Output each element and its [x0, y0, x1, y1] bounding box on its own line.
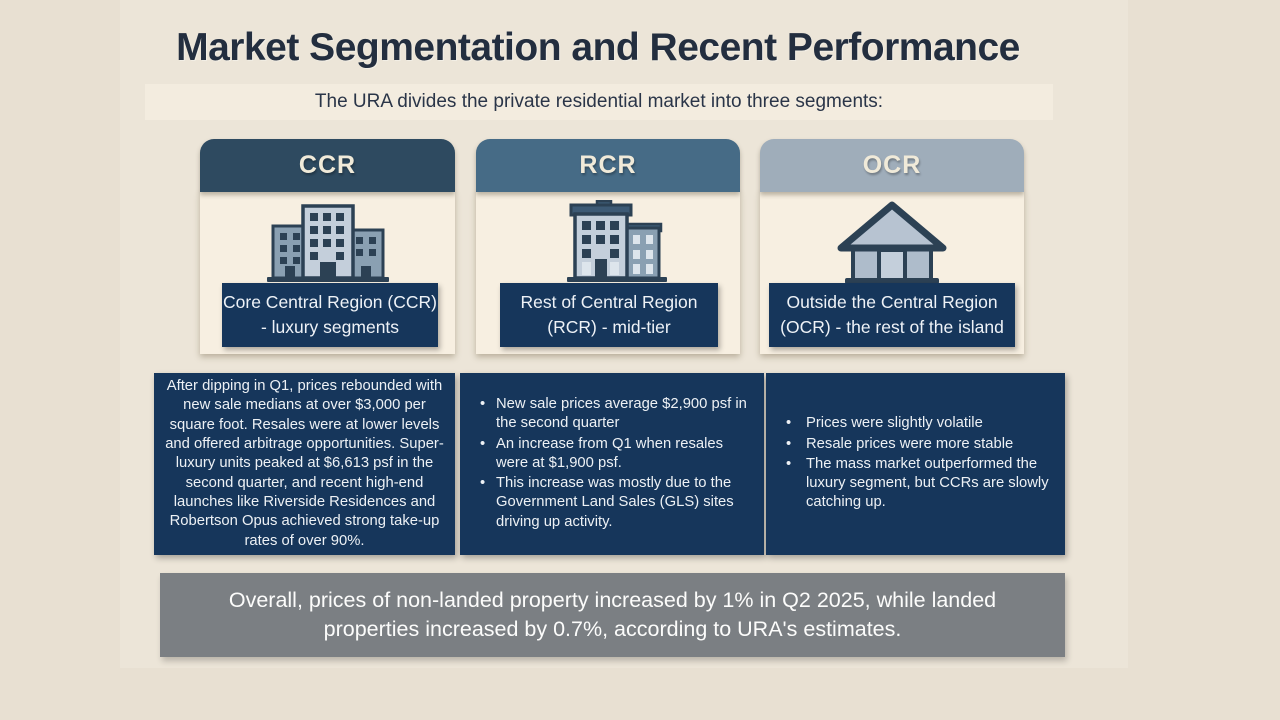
overall-summary-banner: Overall, prices of non-landed property i… — [160, 573, 1065, 657]
subtitle-band: The URA divides the private residential … — [145, 84, 1053, 120]
rcr-performance-box: New sale prices average $2,900 psf in th… — [460, 373, 764, 555]
segment-caption-ccr: Core Central Region (CCR) - luxury segme… — [222, 283, 438, 347]
segment-header-ocr: OCR — [760, 139, 1024, 192]
ocr-bullet: The mass market outperformed the luxury … — [782, 455, 1055, 513]
segment-body-ocr: Outside the Central Region (OCR) - the r… — [760, 192, 1024, 354]
house-icon — [837, 201, 947, 284]
segment-caption-ocr: Outside the Central Region (OCR) - the r… — [769, 283, 1015, 347]
ccr-performance-text: After dipping in Q1, prices rebounded wi… — [165, 378, 444, 549]
segment-body-rcr: Rest of Central Region (RCR) - mid-tier — [476, 192, 740, 354]
segment-body-ccr: Core Central Region (CCR) - luxury segme… — [200, 192, 455, 354]
subtitle-text: The URA divides the private residential … — [314, 91, 884, 112]
rcr-bullet-list: New sale prices average $2,900 psf in th… — [476, 395, 754, 533]
segment-card-ocr: OCR Outside the Central Region (OCR) - t… — [760, 139, 1024, 354]
segment-card-ccr: CCR — [200, 139, 455, 354]
segment-header-rcr: RCR — [476, 139, 740, 192]
segment-header-ccr: CCR — [200, 139, 455, 192]
segment-caption-rcr: Rest of Central Region (RCR) - mid-tier — [500, 283, 718, 347]
overall-summary-text: Overall, prices of non-landed property i… — [228, 587, 997, 642]
ocr-bullet: Prices were slightly volatile — [782, 414, 1055, 434]
segment-code-ccr: CCR — [298, 151, 357, 179]
ocr-bullet-list: Prices were slightly volatile Resale pri… — [782, 414, 1055, 513]
ocr-icon-wrap — [760, 200, 1024, 284]
ocr-performance-box: Prices were slightly volatile Resale pri… — [766, 373, 1065, 555]
segment-code-ocr: OCR — [862, 151, 922, 179]
ocr-bullet: Resale prices were more stable — [782, 435, 1055, 455]
segment-code-rcr: RCR — [579, 151, 637, 179]
rcr-icon-wrap — [476, 200, 740, 284]
segment-card-rcr: RCR — [476, 139, 740, 354]
rcr-bullet: New sale prices average $2,900 psf in th… — [476, 395, 754, 434]
ccr-performance-box: After dipping in Q1, prices rebounded wi… — [154, 373, 455, 555]
ccr-icon-wrap — [200, 200, 455, 284]
city-buildings-icon — [266, 204, 389, 282]
apartment-buildings-icon — [567, 200, 667, 282]
rcr-bullet: This increase was mostly due to the Gove… — [476, 474, 754, 532]
page-title: Market Segmentation and Recent Performan… — [176, 26, 1020, 69]
rcr-bullet: An increase from Q1 when resales were at… — [476, 435, 754, 474]
